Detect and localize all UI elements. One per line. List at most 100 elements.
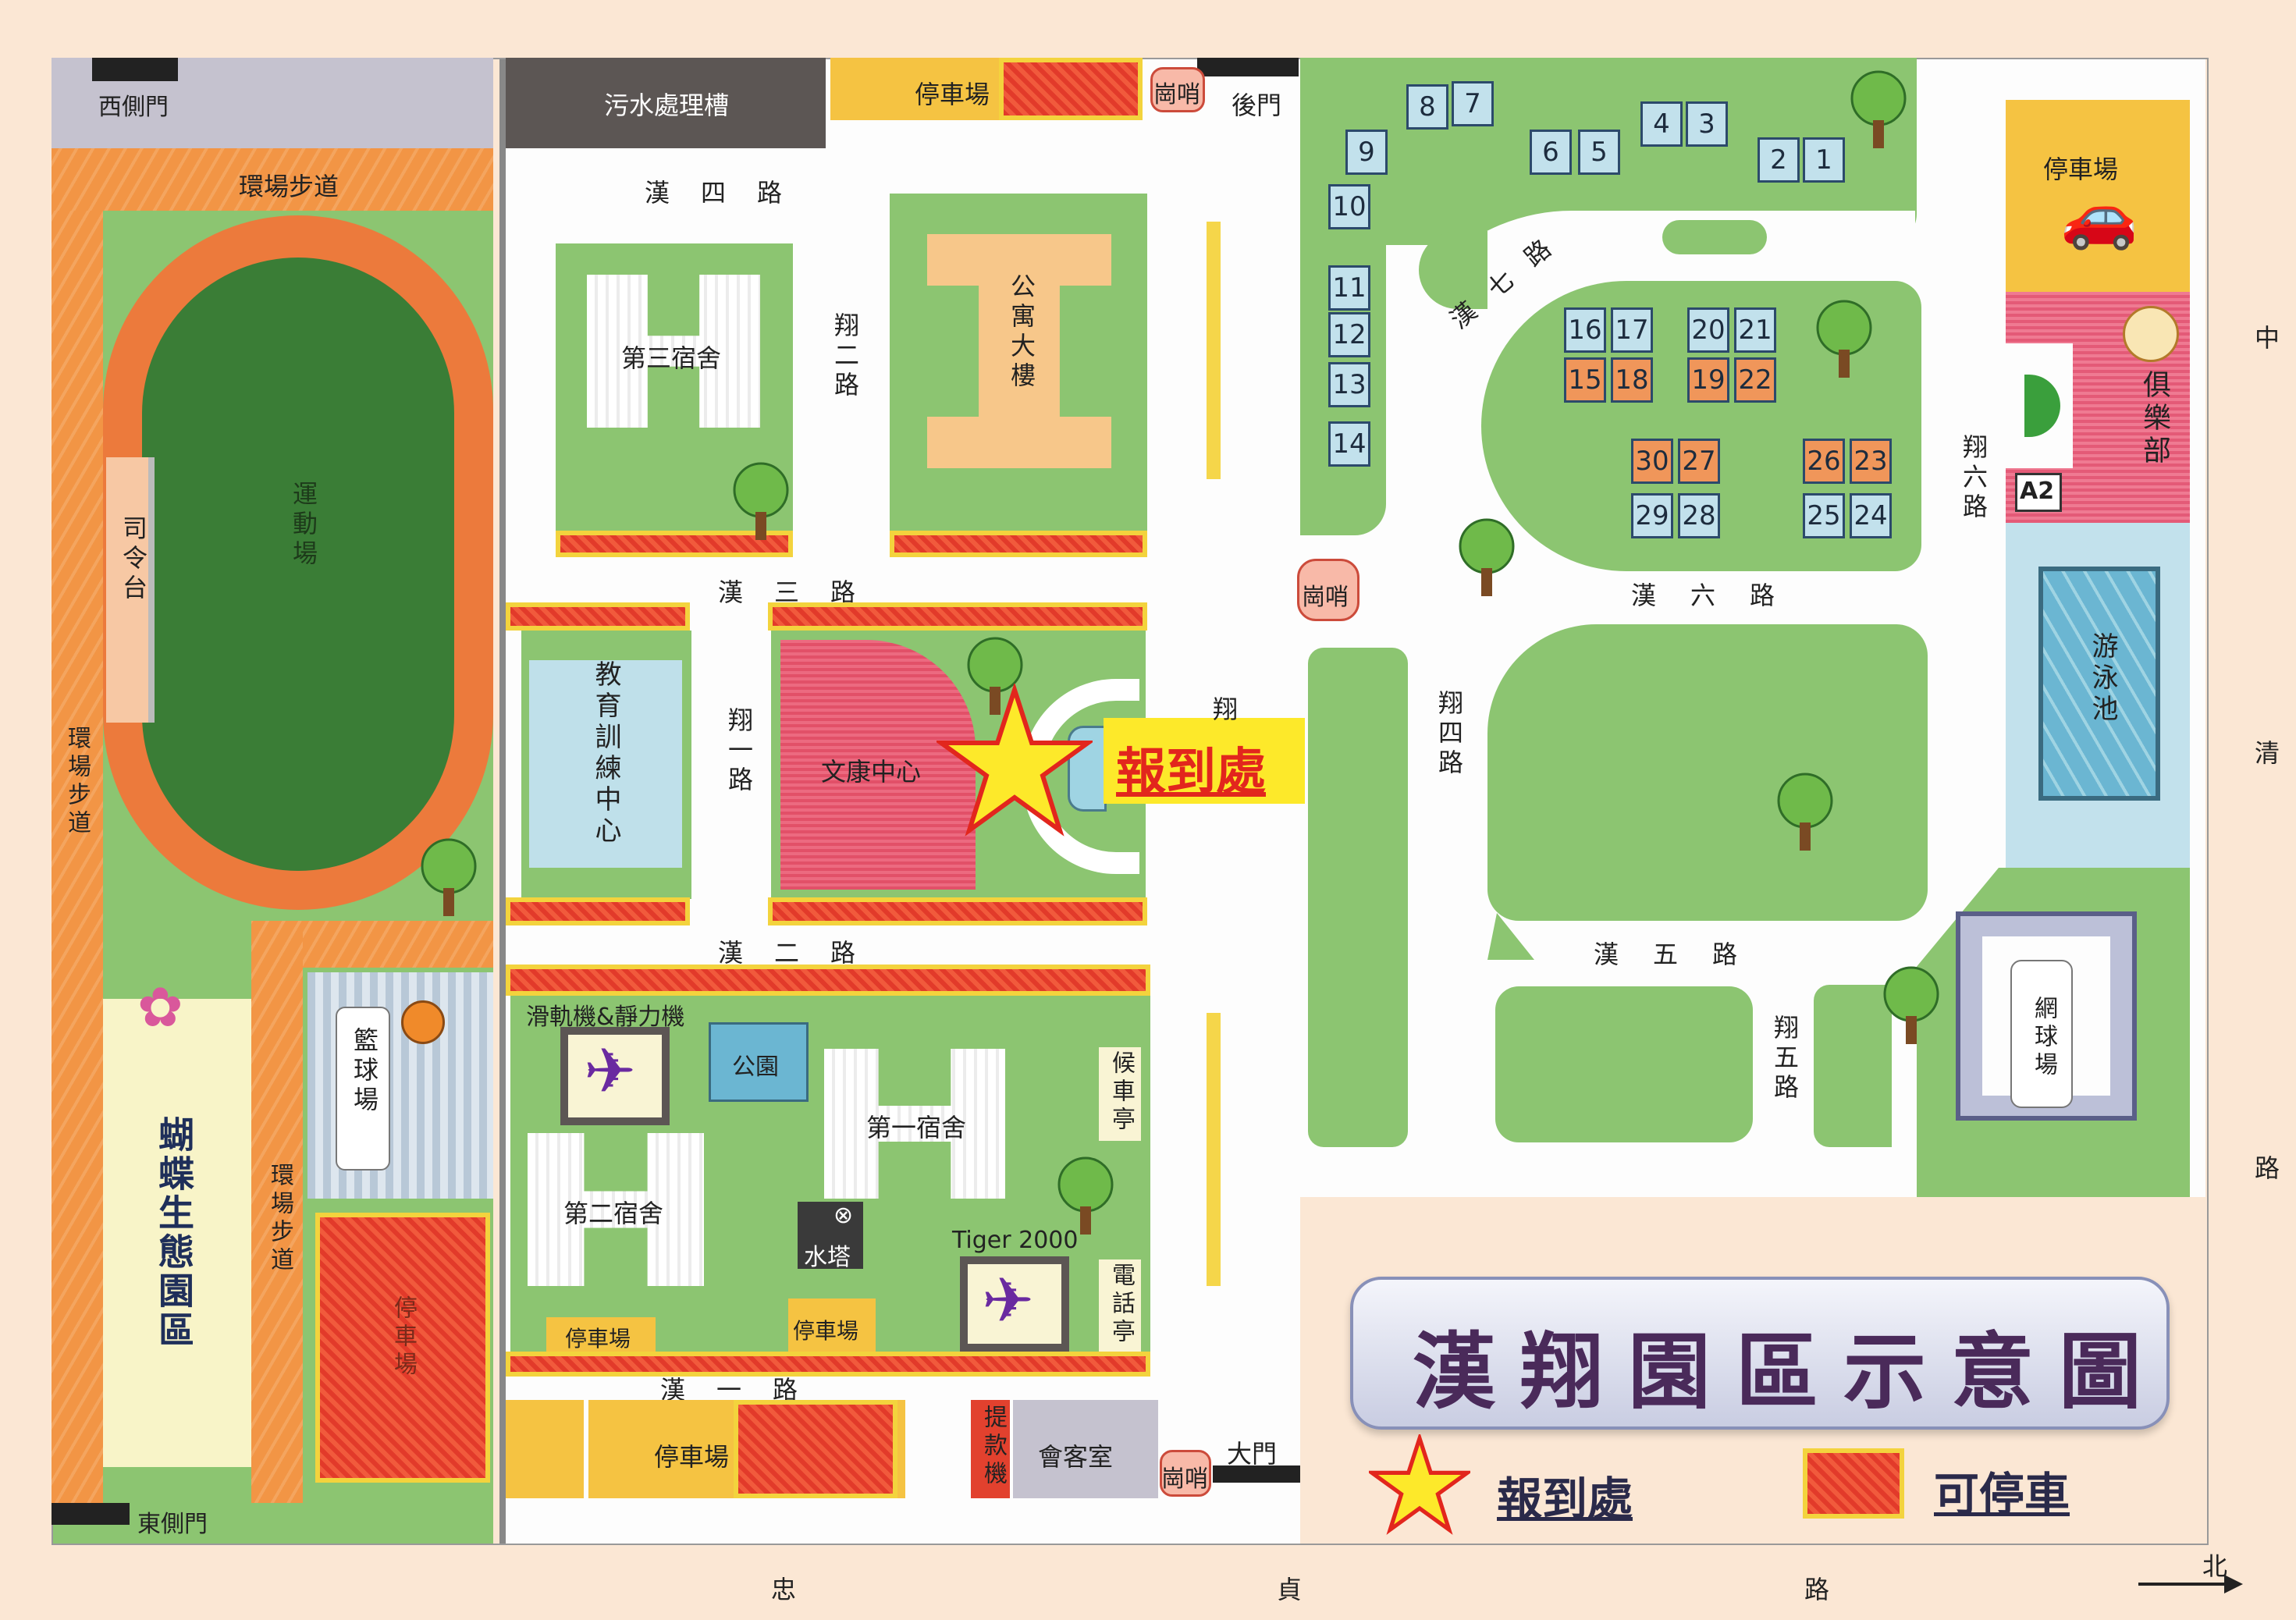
butterfly-park [103, 999, 251, 1467]
command-stand [106, 457, 155, 723]
housing-unit[interactable]: 30 [1631, 439, 1673, 484]
legend-checkin-label: 報到處 [1497, 1473, 1633, 1526]
housing-unit[interactable]: 4 [1640, 101, 1683, 147]
legend-parking-swatch [1803, 1448, 1904, 1519]
housing-unit[interactable]: 7 [1452, 81, 1494, 126]
housing-unit[interactable]: 13 [1328, 362, 1370, 407]
a2-box [2015, 473, 2062, 512]
housing-unit[interactable]: 15 [1564, 357, 1606, 403]
housing-unit[interactable]: 16 [1564, 307, 1606, 353]
housing-unit[interactable]: 11 [1328, 265, 1370, 311]
sentry-east [1297, 559, 1359, 621]
housing-unit[interactable]: 5 [1578, 130, 1620, 175]
checkin-label-box[interactable] [1104, 718, 1305, 804]
park-label: 公園 [732, 1053, 779, 1081]
legend-star-icon [1365, 1431, 1474, 1536]
butterfly-icon: ✿ [137, 975, 183, 1039]
housing-unit[interactable]: 3 [1686, 101, 1728, 147]
apartment-label: 公寓大樓 [1007, 273, 1036, 392]
road-xiang4-label: 翔四路 [1434, 690, 1464, 779]
command-stand-label: 司令台 [119, 515, 148, 604]
track-walk-path-top [52, 148, 493, 211]
track-walk-path-mid [303, 921, 493, 968]
housing-unit[interactable]: 14 [1328, 421, 1370, 467]
housing-unit[interactable]: 25 [1803, 493, 1845, 538]
parking-strip-2 [788, 1298, 876, 1355]
housing-unit[interactable]: 21 [1734, 307, 1776, 353]
road-han2-label: 漢 二 路 [718, 938, 859, 968]
training-parking-top [506, 602, 690, 631]
housing-unit[interactable]: 17 [1611, 307, 1653, 353]
parking-strip-2-label: 停車場 [793, 1318, 859, 1344]
east-oval-small [1662, 220, 1767, 254]
housing-unit[interactable]: 12 [1328, 312, 1370, 357]
housing-unit[interactable]: 8 [1406, 84, 1448, 130]
housing-unit[interactable]: 28 [1678, 493, 1720, 538]
housing-unit[interactable]: 2 [1758, 137, 1800, 183]
butterfly-park-label: 蝴蝶生態園區 [153, 1116, 195, 1350]
housing-unit[interactable]: 1 [1803, 137, 1845, 183]
track-walk-label-top: 環場步道 [239, 172, 339, 201]
housing-unit[interactable]: 23 [1850, 439, 1892, 484]
sports-field [142, 258, 454, 871]
unit-column-green [1308, 648, 1408, 1147]
tree-icon [1876, 963, 1946, 1049]
housing-unit[interactable]: 24 [1850, 493, 1892, 538]
housing-unit[interactable]: 18 [1611, 357, 1653, 403]
north-arrow-icon [2138, 1583, 2238, 1586]
reception-label: 會客室 [1038, 1442, 1114, 1472]
east-south-block [1495, 986, 1753, 1142]
housing-unit[interactable]: 22 [1734, 357, 1776, 403]
housing-unit[interactable]: 20 [1687, 307, 1729, 353]
reception-room [1013, 1400, 1158, 1498]
north-parking-spot [999, 58, 1143, 120]
main-gate-bar [1213, 1465, 1300, 1483]
east-parking-label: 停車場 [2043, 155, 2119, 184]
housing-unit[interactable]: 29 [1631, 493, 1673, 538]
sports-field-label: 運動場 [289, 481, 318, 570]
map-title-box [1350, 1277, 2170, 1430]
a2-label: A2 [2020, 478, 2055, 505]
back-gate-bar [1197, 58, 1299, 76]
pool [2038, 567, 2160, 801]
west-gate-label: 西側門 [98, 94, 169, 121]
dorm1-label: 第一宿舍 [866, 1113, 967, 1142]
housing-unit[interactable]: 27 [1678, 439, 1720, 484]
park-box [709, 1022, 809, 1102]
west-gate-bar [92, 58, 178, 81]
gym-box [560, 1027, 670, 1125]
housing-unit[interactable]: 19 [1687, 357, 1729, 403]
north-label: 北 [2202, 1551, 2228, 1581]
housing-unit[interactable]: 9 [1345, 130, 1388, 175]
housing-unit[interactable]: 10 [1328, 184, 1370, 229]
wenkang-center [780, 640, 976, 890]
east-pair-block [1814, 985, 1892, 1147]
tree-icon [1770, 769, 1840, 855]
west-parking [315, 1213, 490, 1483]
road-xiang3-label: 翔 [1213, 695, 1239, 724]
east-gate-bar [52, 1503, 130, 1525]
housing-unit[interactable]: 6 [1530, 130, 1572, 175]
atm-box [971, 1400, 1010, 1498]
housing-unit[interactable]: 26 [1803, 439, 1845, 484]
checkin-star-icon[interactable] [933, 682, 1096, 840]
road-han5-label: 漢 五 路 [1594, 940, 1743, 969]
tree-icon [1452, 515, 1522, 601]
tennis-label: 網球場 [2030, 996, 2057, 1080]
road-xiang6-label: 翔六路 [1959, 434, 1989, 523]
road-xiang1-label: 翔一路 [724, 707, 754, 796]
checkin-label[interactable]: 報到處 [1116, 744, 1266, 801]
road-xiang2-label: 翔二路 [830, 312, 860, 401]
basketball-label: 籃球場 [350, 1027, 379, 1116]
training-parking-bottom [506, 897, 690, 925]
road-divider [1207, 222, 1221, 479]
sewage-tank [506, 58, 826, 148]
west-parking-label: 停車場 [389, 1295, 417, 1380]
food-icon [2123, 306, 2179, 362]
road-han4-label: 漢 四 路 [645, 178, 786, 208]
apartment-parking [890, 531, 1147, 557]
tree-icon [414, 835, 484, 921]
dorm3-parking [556, 531, 793, 557]
sentry-north [1150, 67, 1205, 112]
road-zhongzhen-2: 貞 [1277, 1575, 1303, 1604]
